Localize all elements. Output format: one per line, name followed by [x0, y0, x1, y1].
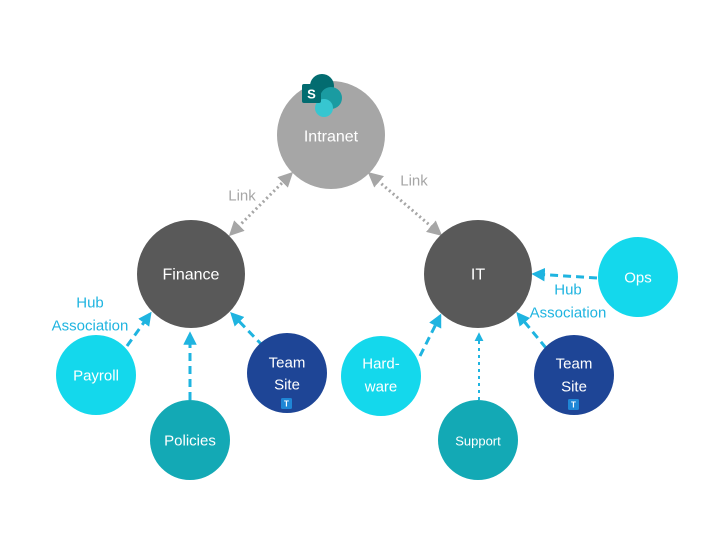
link-connector-finance-intranet [228, 171, 294, 237]
sharepoint-logo-icon: S [302, 74, 342, 117]
support-site-node: Support [438, 400, 518, 480]
assoc-connector-teamsite-it [516, 311, 548, 349]
assoc-connector-teamsite-finance [230, 312, 265, 348]
intranet-label: Intranet [304, 129, 359, 146]
teams-badge-letter: T [571, 401, 576, 410]
assoc-connector-ops-it [531, 267, 598, 282]
payroll-label: Payroll [73, 368, 119, 385]
it-team-site-node: Team Site T [534, 335, 614, 415]
finance-hub-node: Finance [137, 220, 245, 328]
finance-label: Finance [163, 267, 220, 284]
finance-team-site-label-line2: Site [274, 377, 300, 394]
teams-badge-icon: T [281, 398, 292, 409]
it-label: IT [471, 267, 485, 284]
assoc-connector-hardware-it [418, 313, 442, 357]
hub-association-label-right-line1: Hub [554, 282, 582, 299]
hardware-label-line1: Hard- [362, 356, 400, 373]
hardware-site-node: Hard- ware [341, 336, 421, 416]
finance-team-site-node: Team Site T [247, 333, 327, 413]
assoc-connector-payroll-finance [125, 311, 152, 347]
payroll-site-node: Payroll [56, 335, 136, 415]
ops-site-node: Ops [598, 237, 678, 317]
sharepoint-logo-letter: S [307, 87, 316, 102]
it-hub-node: IT [424, 220, 532, 328]
link-connector-it-intranet [367, 172, 443, 236]
link-label-right: Link [400, 173, 428, 190]
hardware-label-line2: ware [364, 379, 398, 396]
policies-label: Policies [164, 433, 216, 450]
finance-team-site-label-line1: Team [269, 355, 306, 372]
ops-label: Ops [624, 270, 652, 287]
link-label-left: Link [228, 188, 256, 205]
hub-association-label-left-line1: Hub [76, 295, 104, 312]
policies-site-node: Policies [150, 400, 230, 480]
it-team-site-label-line1: Team [556, 356, 593, 373]
hub-association-label-left-line2: Association [52, 318, 129, 335]
hub-association-label-right-line2: Association [530, 305, 607, 322]
teams-badge-icon: T [568, 399, 579, 410]
intranet-node: Intranet [277, 81, 385, 189]
teams-badge-letter: T [284, 400, 289, 409]
support-label: Support [455, 434, 501, 449]
it-team-site-label-line2: Site [561, 379, 587, 396]
